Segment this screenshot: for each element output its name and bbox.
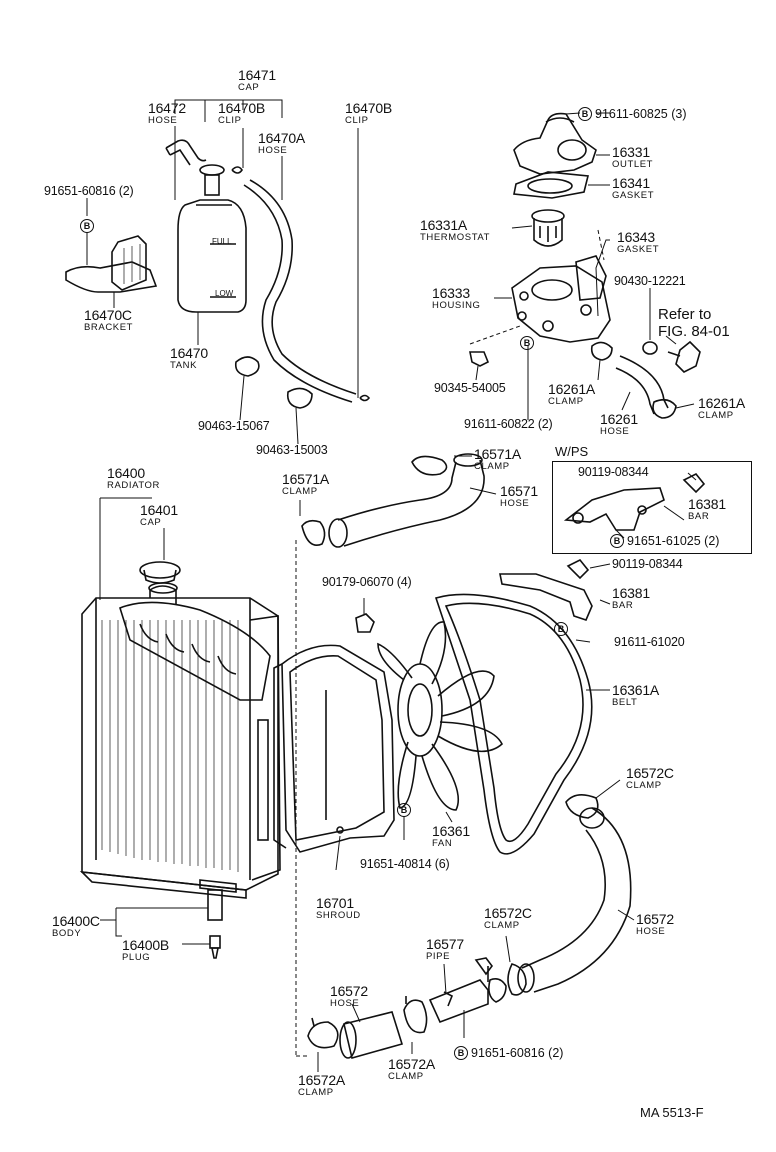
label-90463-15067: 90463-15067 <box>198 419 270 433</box>
lower-pipe-illustration <box>307 957 507 1072</box>
fan-illustration <box>355 598 503 823</box>
label-90463-15003: 90463-15003 <box>256 443 328 457</box>
tank-low-mark: LOW <box>215 289 234 298</box>
label-91651-60816-top: 91651-60816 (2) <box>44 184 134 198</box>
bolt-marker-b-bar: B <box>554 621 571 637</box>
tank-full-mark: FULL <box>212 237 232 246</box>
bolt-marker-b: B <box>80 218 97 234</box>
reserve-tank-illustration <box>65 99 371 445</box>
label-91611-60822: 91611-60822 (2) <box>464 417 553 431</box>
label-90119-08344-wps: 90119-08344 <box>578 465 649 479</box>
wps-box-title: W/PS <box>555 444 589 459</box>
label-91651-40814: 91651-40814 (6) <box>360 857 450 871</box>
wps-box <box>552 461 752 554</box>
label-90430-12221: 90430-12221 <box>614 274 686 288</box>
shroud-illustration <box>273 540 405 1057</box>
thermostat-housing-illustration <box>469 112 701 420</box>
label-91611-61020: 91611-61020 <box>614 635 685 649</box>
belt-illustration <box>434 593 610 855</box>
radiator-illustration <box>79 497 281 959</box>
label-90345-54005: 90345-54005 <box>434 381 506 395</box>
drawing-code: MA 5513-F <box>640 1105 704 1120</box>
bar-16381-illustration <box>499 558 611 643</box>
lower-hose-right-illustration <box>505 779 635 996</box>
bolt-marker-b-housing: B <box>520 335 537 351</box>
bolt-marker-b-fan: B <box>397 802 414 818</box>
wps-bracket-illustration <box>563 472 706 539</box>
label-90119-08344: 90119-08344 <box>612 557 683 571</box>
label-90179-06070: 90179-06070 (4) <box>322 575 412 589</box>
upper-hose-illustration <box>299 453 497 548</box>
